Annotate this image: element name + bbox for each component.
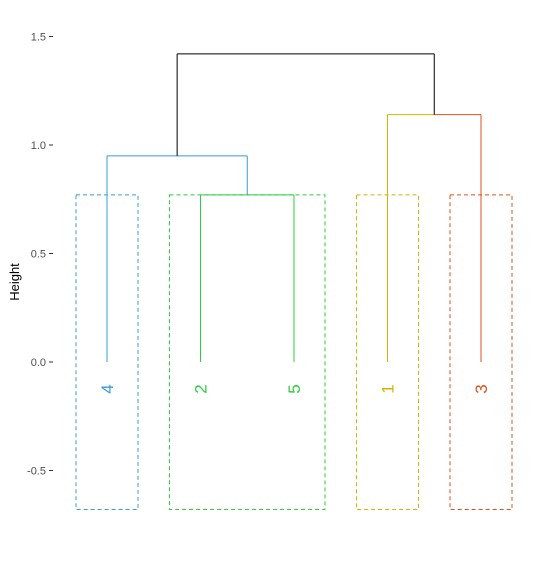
- y-tick-label: 1.0: [31, 140, 46, 152]
- dendrogram-branches: [106, 53, 482, 362]
- leaf-label: 2: [192, 384, 211, 393]
- leaf-labels: 4 2 5 1 3: [98, 384, 491, 393]
- y-tick-label: -0.5: [27, 466, 46, 478]
- y-tick-label: 1.5: [31, 32, 46, 44]
- cluster-box: [169, 194, 326, 511]
- leaf-label: 1: [379, 384, 398, 393]
- y-tick-label: 0.5: [31, 249, 46, 261]
- leaf-label: 5: [285, 384, 304, 393]
- leaf-label: 4: [98, 384, 117, 393]
- y-tick-label: 0.0: [31, 357, 46, 369]
- y-axis: 1.5 1.0 0.5 0.0 -0.5: [27, 32, 53, 478]
- y-axis-title: Height: [7, 263, 22, 301]
- leaf-label: 3: [472, 384, 491, 393]
